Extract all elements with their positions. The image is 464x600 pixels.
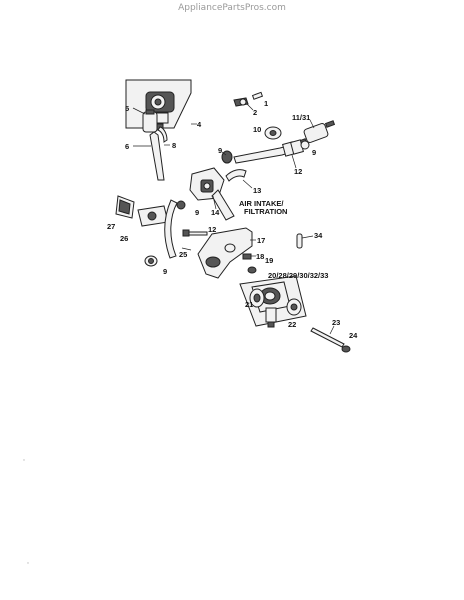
part-21-gasket[interactable] [249,288,265,308]
part-12-bolt-lower[interactable] [182,229,208,237]
part-6-fuel-line[interactable] [149,131,165,181]
callout-25: 25 [179,250,187,259]
callout-34: 34 [314,231,323,240]
part-19-washer[interactable] [247,266,257,274]
callout-19: 19 [265,256,273,265]
part-2-clip[interactable] [233,97,249,107]
callout-11-31: 11/31 [292,113,310,122]
part-34-spring-pin[interactable] [296,233,303,249]
callout-8: 8 [172,141,176,150]
air-intake-label-line1: AIR INTAKE/ [239,199,284,208]
part-13-short-hose[interactable] [225,169,247,182]
callout-13: 13 [253,186,261,195]
part-22-gasket[interactable] [286,298,302,316]
callout-5: 5 [125,104,129,113]
watermark: AppliancePartsPros.com [178,3,286,13]
part-24-nut[interactable] [341,345,351,353]
part-18-plug[interactable] [242,253,252,260]
callout-10: 10 [253,125,261,134]
part-26-gasket[interactable] [137,205,169,227]
part-11-31-inline-filter[interactable] [296,120,336,146]
part-17-shroud[interactable] [197,227,253,279]
part-25-hose[interactable] [164,199,178,259]
callout-6: 6 [125,142,129,151]
callout-4: 4 [197,120,202,129]
callout-9-bottom: 9 [163,267,167,276]
callout-22: 22 [288,320,296,329]
callout-12-upper: 12 [294,167,302,176]
part-9-clamp-right[interactable] [300,140,310,150]
callout-26: 26 [120,234,128,243]
callout-24: 24 [349,331,358,340]
callout-1: 1 [264,99,268,108]
part-1-pin[interactable] [251,91,264,100]
callout-9-upper-left: 9 [218,146,222,155]
part-5-fuel-filter[interactable] [142,109,158,133]
part-14-carburetor[interactable] [189,167,235,221]
callout-9-right: 9 [312,148,316,157]
callout-2: 2 [253,108,257,117]
callout-23: 23 [332,318,340,327]
part-23-stud[interactable] [310,327,345,348]
part-8-fuel-hose[interactable] [157,126,168,143]
callout-20-28-29-30-32-33: 20/28/29/30/32/33 [268,271,328,280]
part-4-fuel-pump-bracket[interactable] [125,79,192,131]
callout-12-lower: 12 [208,225,216,234]
part-9-clamp-mid[interactable] [176,200,186,210]
part-27-air-filter[interactable] [115,195,135,219]
air-intake-label-line2: FILTRATION [244,207,287,216]
callout-21: 21 [245,300,253,309]
part-9-clamp-bottom[interactable] [144,255,158,267]
callout-18: 18 [256,252,264,261]
callout-27: 27 [107,222,115,231]
callout-14: 14 [211,208,220,217]
callout-9-mid: 9 [195,208,199,217]
part-10-hose-clamp[interactable] [264,126,282,140]
callout-17: 17 [257,236,265,245]
